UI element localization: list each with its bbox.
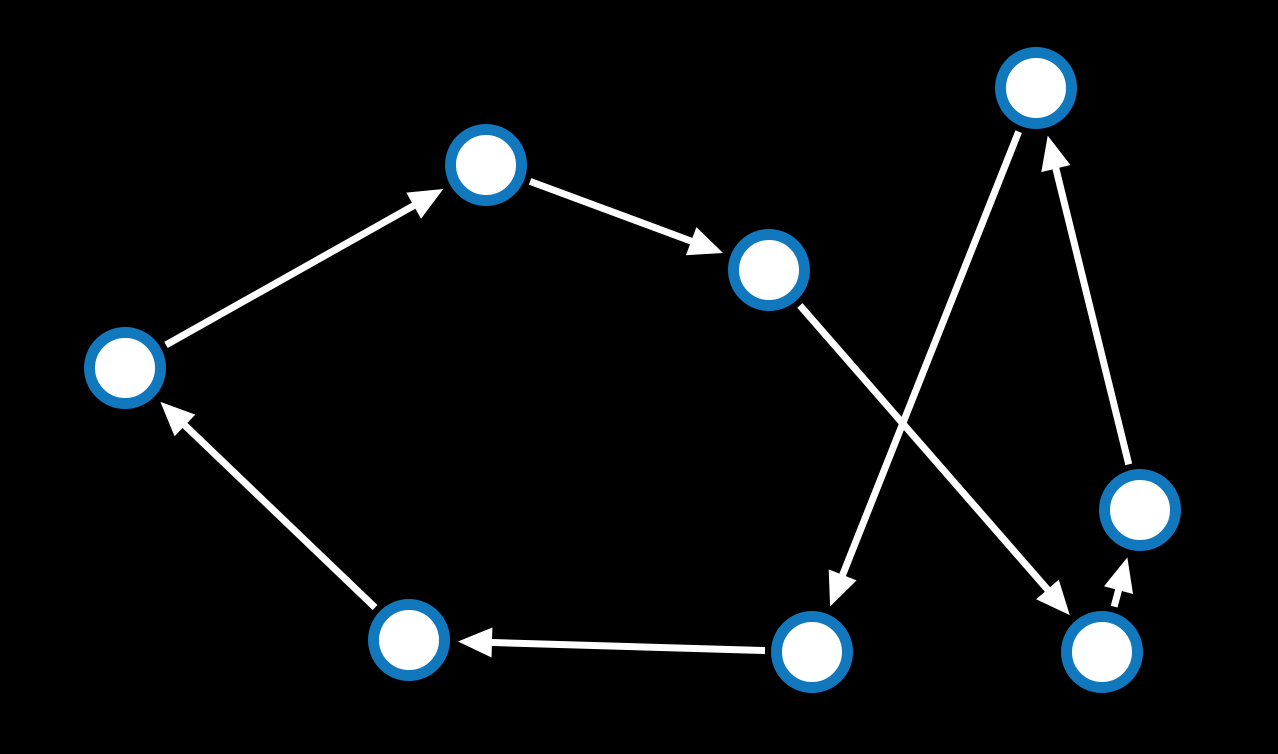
graph-edge-n7-to-n8[interactable] (485, 638, 766, 655)
node-layer (84, 47, 1181, 693)
node-ring-n4 (995, 47, 1077, 129)
arrow-head-icon-n6-to-n5 (1104, 557, 1134, 595)
node-ring-n1 (84, 327, 166, 409)
node-ring-n6 (1061, 611, 1143, 693)
arrow-head-icon-n5-to-n4 (1041, 135, 1071, 173)
arrow-head-icon-n4-to-n7 (828, 569, 857, 607)
graph-node-n1[interactable] (84, 327, 166, 409)
arrow-head-icon-n8-to-n1 (160, 401, 196, 437)
node-ring-n5 (1099, 469, 1181, 551)
node-ring-n3 (728, 229, 810, 311)
graph-node-n5[interactable] (1099, 469, 1181, 551)
graph-node-n2[interactable] (445, 124, 527, 206)
graph-node-n7[interactable] (771, 611, 853, 693)
graph-node-n6[interactable] (1061, 611, 1143, 693)
arrow-head-icon-n1-to-n2 (406, 189, 444, 219)
graph-edge-n2-to-n3[interactable] (528, 178, 699, 247)
edge-layer (160, 130, 1134, 658)
graph-edge-n8-to-n1[interactable] (178, 418, 378, 611)
graph-node-n3[interactable] (728, 229, 810, 311)
graph-edge-n3-to-n6[interactable] (797, 303, 1055, 597)
graph-edge-n1-to-n2[interactable] (164, 199, 421, 349)
node-ring-n7 (771, 611, 853, 693)
arrow-head-icon-n7-to-n8 (457, 627, 493, 658)
graph-node-n4[interactable] (995, 47, 1077, 129)
graph-node-n8[interactable] (368, 599, 450, 681)
graph-edge-n5-to-n4[interactable] (1050, 161, 1133, 466)
graph-edge-n4-to-n7[interactable] (837, 130, 1022, 582)
node-ring-n2 (445, 124, 527, 206)
arrow-head-icon-n3-to-n6 (1036, 579, 1070, 616)
node-ring-n8 (368, 599, 450, 681)
arrow-head-icon-n2-to-n3 (685, 227, 724, 256)
